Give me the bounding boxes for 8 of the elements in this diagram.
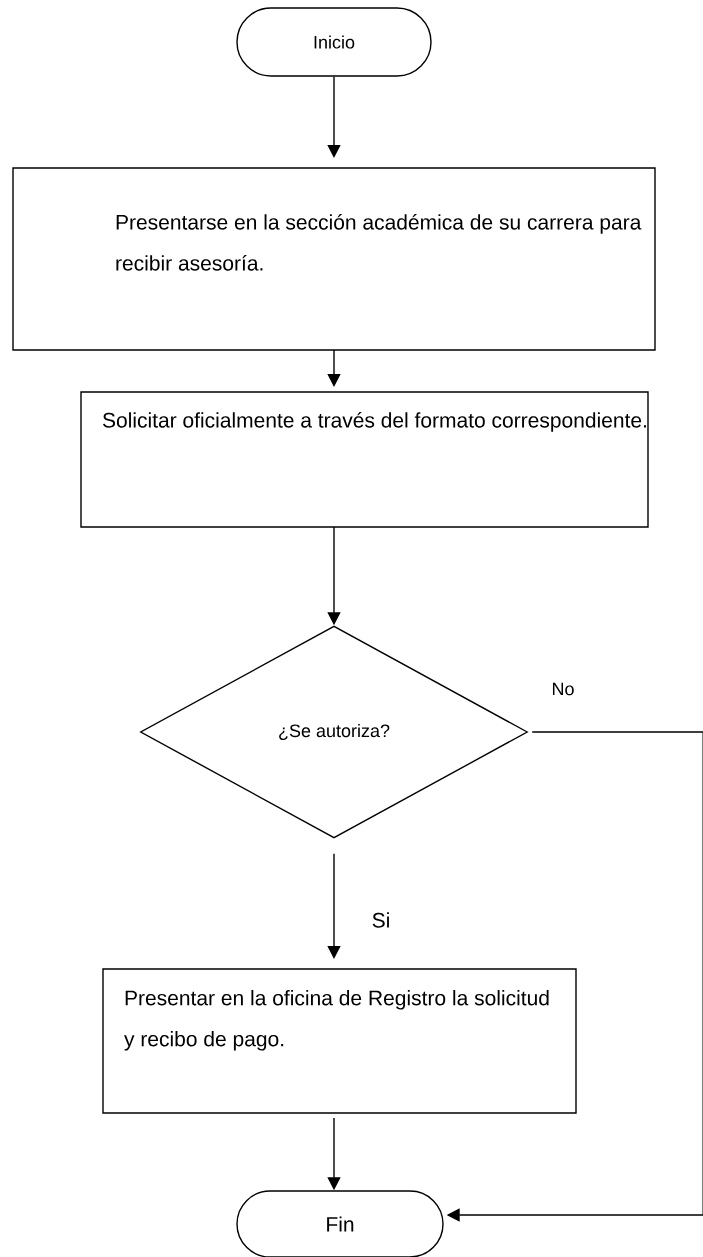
edge-label: No <box>550 681 576 697</box>
process-box: Presentarse en la sección académica de su carrera para recibir asesoría. <box>12 167 656 351</box>
process-box: Presentar en la oficina de Registro la solicitud y recibo de pago. <box>102 968 577 1114</box>
arrow <box>327 853 341 959</box>
edge-label: Si <box>370 911 392 929</box>
arrow <box>327 76 341 158</box>
process-box: Solicitar oficialmente a través del formato correspondiente. <box>80 391 649 528</box>
arrow <box>327 349 341 387</box>
